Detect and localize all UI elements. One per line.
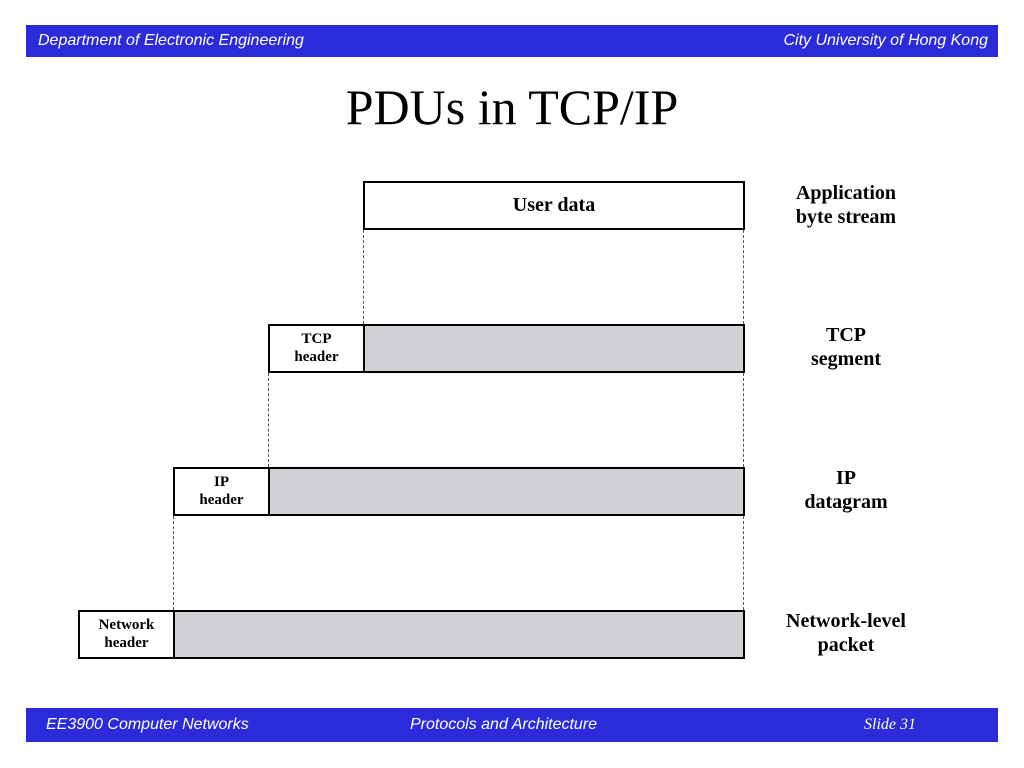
connector-line — [743, 230, 744, 324]
footer-course: EE3900 Computer Networks — [46, 716, 249, 733]
tcp-segment-label: TCP segment — [811, 324, 881, 370]
connector-line — [363, 230, 364, 324]
slide-title: PDUs in TCP/IP — [345, 79, 679, 135]
network-header-label: Network header — [98, 617, 155, 651]
network-payload-box — [173, 610, 745, 659]
footer-slide-number: Slide 31 — [864, 716, 916, 733]
header-department: Department of Electronic Engineering — [38, 32, 304, 49]
tcp-payload-box — [363, 324, 745, 373]
ip-payload-box — [268, 467, 745, 516]
header-bar: Department of Electronic Engineering Cit… — [26, 25, 998, 57]
ip-datagram-label: IP datagram — [804, 467, 888, 513]
user-data-box: User data — [363, 181, 745, 230]
ip-header-box: IP header — [173, 467, 270, 516]
tcp-header-box: TCP header — [268, 324, 365, 373]
user-data-label: User data — [512, 194, 596, 216]
tcp-header-label: TCP header — [294, 331, 339, 365]
footer-bar: EE3900 Computer Networks Protocols and A… — [26, 708, 998, 742]
footer-topic: Protocols and Architecture — [410, 716, 598, 733]
connector-line — [268, 373, 269, 467]
ip-header-label: IP header — [199, 474, 244, 508]
network-level-packet-label: Network-level packet — [786, 610, 906, 656]
network-header-box: Network header — [78, 610, 175, 659]
connector-line — [743, 516, 744, 610]
connector-line — [173, 516, 174, 610]
application-byte-stream-label: Application byte stream — [795, 182, 897, 228]
connector-line — [743, 373, 744, 467]
header-university: City University of Hong Kong — [783, 32, 988, 49]
